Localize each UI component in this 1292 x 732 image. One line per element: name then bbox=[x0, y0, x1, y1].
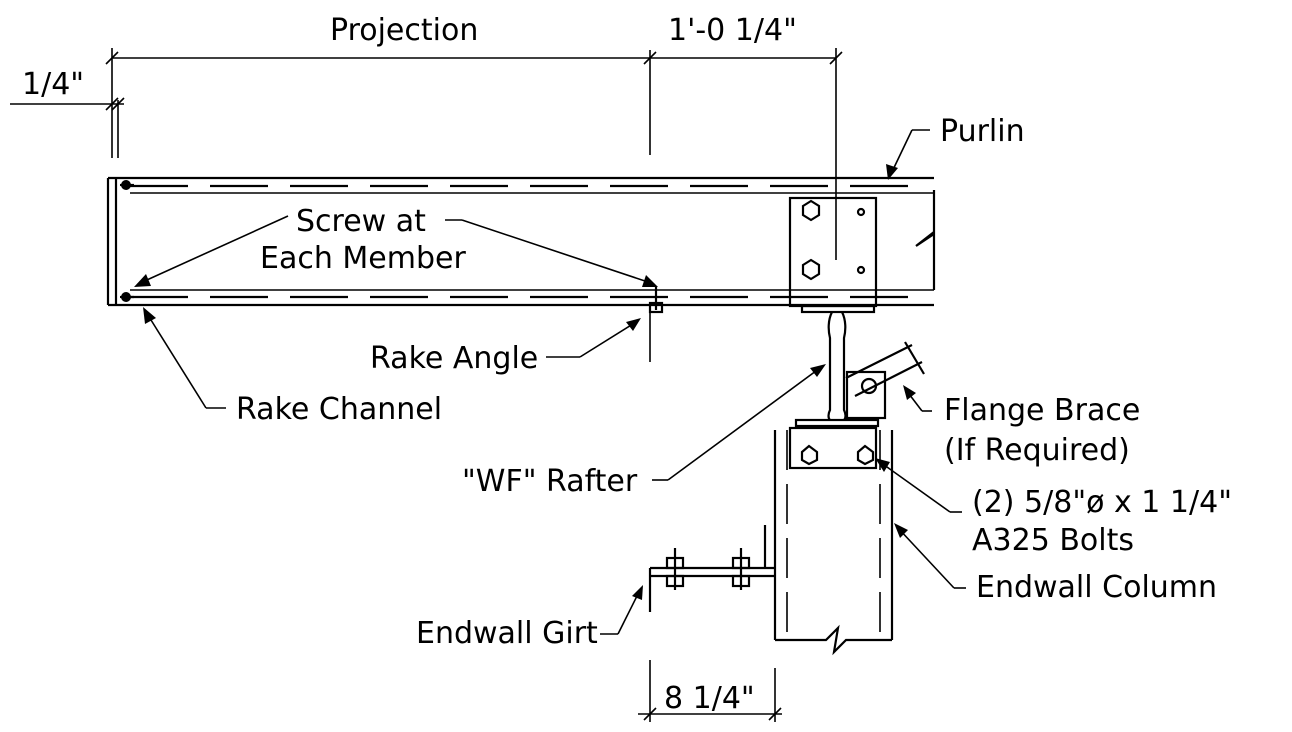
girt-offset-dimension: 8 1/4" bbox=[664, 681, 755, 716]
bolts-label-line2: A325 Bolts bbox=[972, 523, 1134, 558]
projection-dimension: Projection bbox=[330, 13, 478, 48]
drawing-labels: Projection 1'-0 1/4" 1/4" Purlin Screw a… bbox=[22, 13, 1232, 716]
wf-rafter-label: "WF" Rafter bbox=[462, 464, 638, 499]
flange-brace-label-line2: (If Required) bbox=[944, 433, 1130, 468]
screw-label-line1: Screw at bbox=[296, 204, 426, 239]
bolts-label-line1: (2) 5/8"ø x 1 1/4" bbox=[972, 485, 1232, 520]
rake-channel-label: Rake Channel bbox=[236, 392, 442, 427]
endwall-column-label: Endwall Column bbox=[976, 570, 1217, 605]
rake-angle-label: Rake Angle bbox=[370, 341, 538, 376]
offset-dimension: 1'-0 1/4" bbox=[668, 13, 797, 48]
flange-brace bbox=[845, 341, 925, 420]
flange-brace-label-line1: Flange Brace bbox=[944, 393, 1140, 428]
endwall-girt bbox=[648, 525, 775, 612]
purlin-label: Purlin bbox=[940, 114, 1025, 149]
screw-label-line2: Each Member bbox=[260, 241, 466, 276]
wf-rafter bbox=[794, 304, 880, 428]
endwall-column bbox=[773, 426, 894, 656]
rake-angle bbox=[648, 286, 664, 362]
quarter-inch-dimension: 1/4" bbox=[22, 67, 84, 102]
endwall-girt-label: Endwall Girt bbox=[416, 616, 598, 651]
dimension-lines bbox=[10, 48, 843, 722]
leader-lines bbox=[134, 129, 966, 635]
